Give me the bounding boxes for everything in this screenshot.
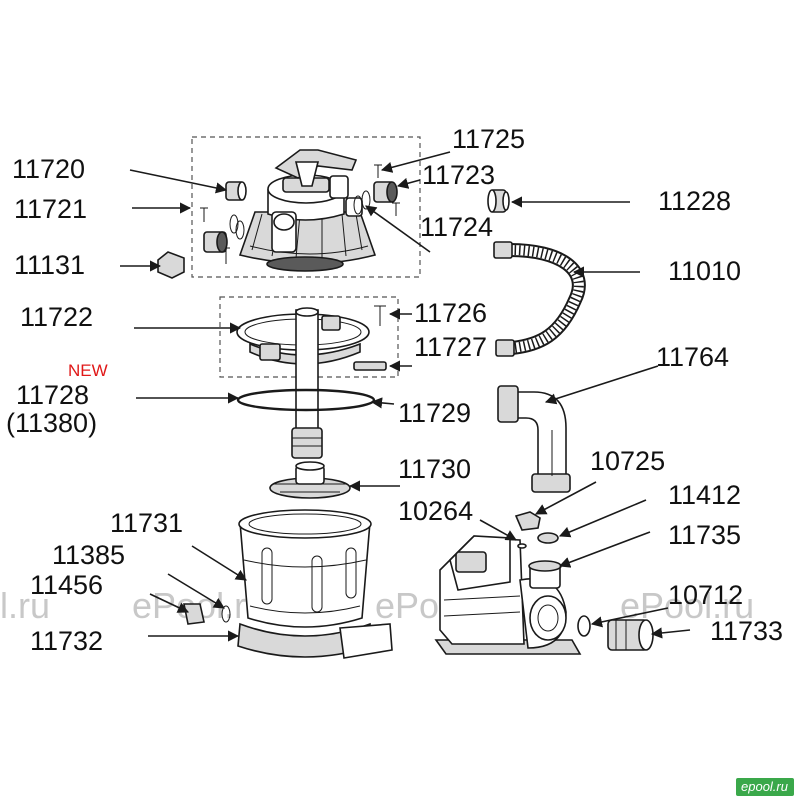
standpipe: [291, 307, 323, 459]
label-11385: 11385: [52, 540, 125, 570]
part-11720: [225, 181, 247, 201]
label-11456: 11456: [30, 570, 103, 600]
label-11732: 11732: [30, 626, 103, 656]
label-11726: 11726: [414, 298, 487, 328]
part-11730-lateral: [269, 461, 351, 499]
label-11721: 11721: [14, 194, 87, 224]
label-11728: 11728: [16, 380, 89, 410]
filter-tank: [237, 509, 393, 659]
label-11412: 11412: [668, 480, 741, 510]
valve-union-left: [203, 231, 228, 253]
label-11733: 11733: [710, 616, 783, 646]
part-11723: [373, 181, 398, 203]
corner-brand-text: epool.ru: [741, 779, 788, 794]
corner-badge-background: [736, 778, 794, 796]
label-11729: 11729: [398, 398, 471, 428]
multiport-valve: [238, 149, 377, 272]
part-labels: 11720 11721 11131 11722 NEW 11728 (11380…: [6, 124, 783, 656]
label-11727: 11727: [414, 332, 487, 362]
new-badge: NEW: [68, 361, 108, 380]
part-11010-hose: [493, 241, 586, 357]
label-11735: 11735: [668, 520, 741, 550]
watermark-text: l.ru: [0, 585, 50, 626]
label-11228: 11228: [658, 186, 731, 216]
label-11764: 11764: [656, 342, 729, 372]
label-11731: 11731: [110, 508, 183, 538]
label-11010: 11010: [668, 256, 741, 286]
label-10264: 10264: [398, 496, 473, 526]
label-10712: 10712: [668, 580, 743, 610]
label-11730: 11730: [398, 454, 471, 484]
part-11131: [157, 251, 185, 279]
screws: [200, 164, 400, 264]
label-11725: 11725: [452, 124, 525, 154]
part-11228: [487, 189, 510, 213]
watermark-text: ePool.ru: [620, 585, 754, 626]
label-11722: 11722: [20, 302, 93, 332]
label-11131: 11131: [14, 250, 85, 280]
corner-brand-badge: epool.ru: [736, 778, 794, 796]
part-11764-elbow: [497, 385, 571, 493]
label-11723: 11723: [422, 160, 495, 190]
valve-assembly-box: [191, 136, 421, 278]
label-10725: 10725: [590, 446, 665, 476]
pump-fittings: [514, 511, 654, 651]
label-11380: (11380): [6, 408, 97, 438]
label-11724: 11724: [420, 212, 493, 242]
pump: [434, 535, 582, 655]
label-11720: 11720: [12, 154, 85, 184]
leader-lines: [120, 151, 691, 642]
